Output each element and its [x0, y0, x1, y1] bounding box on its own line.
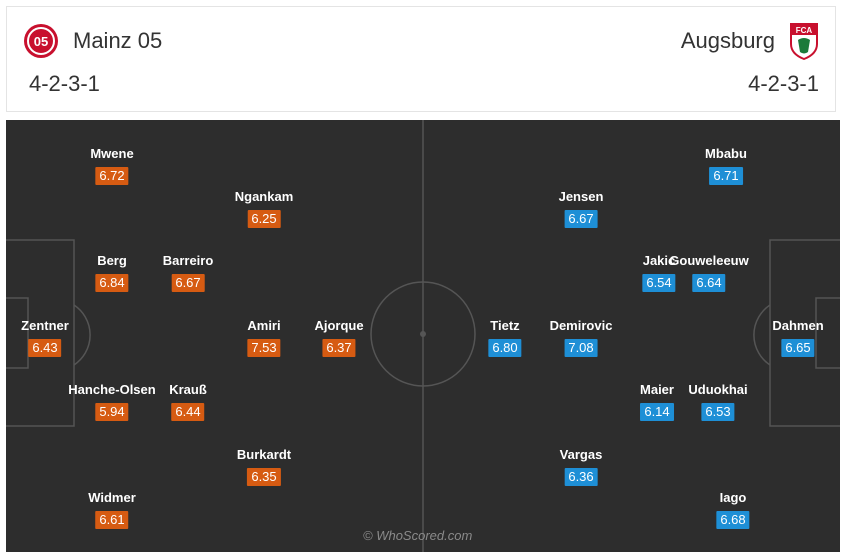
player-name: Ngankam [234, 189, 294, 204]
player-rating: 6.35 [247, 468, 281, 486]
player-demirovic[interactable]: Demirovic 7.08 [549, 318, 613, 357]
whoscored-watermark: © WhoScored.com [363, 528, 473, 543]
away-team-block: Augsburg FCA 4-2-3-1 [681, 23, 819, 97]
home-team-name[interactable]: Mainz 05 [73, 28, 163, 53]
player-rating: 6.72 [95, 167, 129, 185]
player-vargas[interactable]: Vargas 6.36 [559, 447, 603, 486]
home-formation: 4-2-3-1 [29, 71, 100, 96]
away-formation: 4-2-3-1 [748, 71, 819, 96]
player-burkardt[interactable]: Burkardt 6.35 [237, 447, 291, 486]
player-rating: 7.08 [564, 339, 598, 357]
player-rating: 6.71 [709, 167, 743, 185]
player-iago[interactable]: Iago 6.68 [716, 490, 750, 529]
player-rating: 6.68 [716, 511, 750, 529]
player-jensen[interactable]: Jensen 6.67 [558, 189, 604, 228]
player-name: Jensen [558, 189, 604, 204]
player-rating: 6.36 [564, 468, 598, 486]
player-rating: 6.54 [642, 274, 676, 292]
player-rating: 5.94 [95, 403, 129, 421]
player-berg[interactable]: Berg 6.84 [95, 253, 129, 292]
home-team-block: 05 Mainz 05 4-2-3-1 [23, 23, 162, 97]
player-rating: 6.37 [322, 339, 356, 357]
player-name: Mwene [90, 146, 134, 161]
svg-text:FCA: FCA [796, 26, 813, 35]
player-name: Widmer [88, 490, 136, 505]
augsburg-crest-icon: FCA [790, 23, 818, 60]
player-name: Jakic [642, 253, 676, 268]
player-ngankam[interactable]: Ngankam 6.25 [234, 189, 294, 228]
player-krauss[interactable]: Krauß 6.44 [169, 382, 207, 421]
player-rating: 6.80 [488, 339, 522, 357]
player-name: Krauß [169, 382, 207, 397]
player-name: Zentner [21, 318, 69, 333]
player-name: Dahmen [772, 318, 824, 333]
mainz-crest-icon: 05 [24, 24, 58, 58]
player-rating: 6.53 [701, 403, 735, 421]
player-uduokhai[interactable]: Uduokhai 6.53 [688, 382, 748, 421]
player-name: Mbabu [705, 146, 747, 161]
player-jakic[interactable]: Jakic 6.54 [642, 253, 676, 292]
away-team-name[interactable]: Augsburg [680, 28, 775, 53]
player-zentner[interactable]: Zentner 6.43 [21, 318, 69, 357]
player-rating: 6.61 [95, 511, 129, 529]
player-rating: 6.25 [247, 210, 281, 228]
player-rating: 6.84 [95, 274, 129, 292]
player-name: Demirovic [549, 318, 613, 333]
svg-text:05: 05 [34, 34, 48, 49]
player-rating: 6.65 [781, 339, 815, 357]
player-tietz[interactable]: Tietz 6.80 [488, 318, 522, 357]
player-mwene[interactable]: Mwene 6.72 [90, 146, 134, 185]
pitch-markings [6, 120, 840, 552]
player-rating: 6.43 [28, 339, 62, 357]
player-hanche-olsen[interactable]: Hanche-Olsen 5.94 [68, 382, 156, 421]
player-dahmen[interactable]: Dahmen 6.65 [772, 318, 824, 357]
pitch: Zentner 6.43 Berg 6.84 Hanche-Olsen 5.94… [6, 120, 840, 552]
player-name: Vargas [559, 447, 603, 462]
player-widmer[interactable]: Widmer 6.61 [88, 490, 136, 529]
player-rating: 6.14 [640, 403, 674, 421]
player-amiri[interactable]: Amiri 7.53 [247, 318, 281, 357]
player-name: Barreiro [162, 253, 214, 268]
player-name: Tietz [490, 318, 520, 333]
player-maier[interactable]: Maier 6.14 [640, 382, 674, 421]
player-ajorque[interactable]: Ajorque 6.37 [314, 318, 364, 357]
player-name: Gouweleeuw [669, 253, 749, 268]
player-name: Burkardt [236, 447, 292, 462]
player-rating: 7.53 [247, 339, 281, 357]
player-name: Iago [719, 490, 747, 505]
player-name: Maier [640, 382, 674, 397]
player-rating: 6.67 [171, 274, 205, 292]
player-mbabu[interactable]: Mbabu 6.71 [705, 146, 747, 185]
player-rating: 6.67 [564, 210, 598, 228]
player-name: Ajorque [314, 318, 364, 333]
player-name: Amiri [247, 318, 281, 333]
player-name: Uduokhai [688, 382, 748, 397]
player-gouweleeuw[interactable]: Gouweleeuw 6.64 [669, 253, 749, 292]
player-rating: 6.44 [171, 403, 205, 421]
player-name: Berg [97, 253, 127, 268]
match-header: 05 Mainz 05 4-2-3-1 Augsburg FCA 4-2-3-1 [6, 6, 836, 112]
player-name: Hanche-Olsen [68, 382, 156, 397]
player-rating: 6.64 [692, 274, 726, 292]
player-barreiro[interactable]: Barreiro 6.67 [162, 253, 214, 292]
